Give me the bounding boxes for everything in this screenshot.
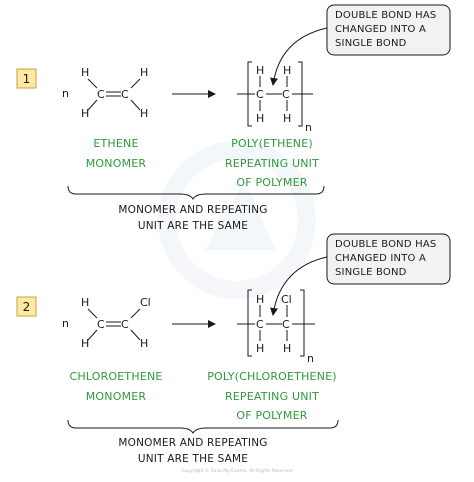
grouping-brace xyxy=(67,185,325,200)
atom-c: C xyxy=(97,318,105,331)
monomer-name: ETHENE xyxy=(93,137,138,150)
monomer-name: CHLOROETHENE xyxy=(69,370,162,383)
coefficient-n: n xyxy=(62,87,69,100)
bond-lines xyxy=(87,308,141,341)
chloroethene-monomer-structure: n H H Cl H C C xyxy=(62,296,151,350)
repeating-unit-label: REPEATING UNIT xyxy=(225,157,319,170)
callout-arrow xyxy=(270,256,328,316)
atom-c: C xyxy=(282,318,290,331)
of-polymer-label: OF POLYMER xyxy=(236,409,307,422)
atom-h: H xyxy=(140,66,148,79)
callout-note-1: DOUBLE BOND HAS CHANGED INTO A SINGLE BO… xyxy=(270,4,451,86)
of-polymer-label: OF POLYMER xyxy=(236,176,307,189)
atom-c: C xyxy=(97,88,105,101)
conclusion-line: UNIT ARE THE SAME xyxy=(138,220,248,232)
note-line: DOUBLE BOND HAS xyxy=(335,239,436,250)
note-line: DOUBLE BOND HAS xyxy=(335,10,436,21)
subscript-n: n xyxy=(307,352,314,365)
atom-h: H xyxy=(81,337,89,350)
atom-h: H xyxy=(81,66,89,79)
callout-note-2: DOUBLE BOND HAS CHANGED INTO A SINGLE BO… xyxy=(270,233,451,316)
watermark-logo xyxy=(158,141,316,299)
polymer-name: POLY(ETHENE) xyxy=(231,137,313,150)
atom-c: C xyxy=(282,88,290,101)
bond-lines xyxy=(87,78,141,111)
coefficient-n: n xyxy=(62,317,69,330)
atom-h: H xyxy=(256,293,264,306)
atom-h: H xyxy=(283,64,291,77)
step-number: 2 xyxy=(23,300,31,314)
atom-h: H xyxy=(283,342,291,355)
atom-h: H xyxy=(81,107,89,120)
ethene-monomer-structure: n H H H H C C xyxy=(62,66,148,120)
atom-c: C xyxy=(256,88,264,101)
atom-cl: Cl xyxy=(281,293,292,306)
atom-h: H xyxy=(140,107,148,120)
callout-arrow xyxy=(270,27,328,86)
step-number: 1 xyxy=(23,72,31,86)
section-1: 1 n H H H H C C xyxy=(16,4,451,232)
note-line: CHANGED INTO A xyxy=(335,24,426,35)
atom-h: H xyxy=(256,342,264,355)
atom-h: H xyxy=(283,112,291,125)
note-line: SINGLE BOND xyxy=(335,38,407,49)
atom-h: H xyxy=(256,64,264,77)
subscript-n: n xyxy=(305,121,312,134)
copyright-notice: Copyright © Save My Exams. All Rights Re… xyxy=(181,467,292,474)
grouping-brace xyxy=(67,419,339,434)
poly-ethene-structure: H H H H C C n xyxy=(237,61,313,134)
monomer-label: MONOMER xyxy=(86,390,147,403)
atom-h: H xyxy=(140,337,148,350)
note-line: SINGLE BOND xyxy=(335,267,407,278)
atom-cl: Cl xyxy=(140,296,151,309)
atom-c: C xyxy=(256,318,264,331)
atom-c: C xyxy=(121,318,129,331)
note-line: CHANGED INTO A xyxy=(335,253,426,264)
conclusion-line: MONOMER AND REPEATING xyxy=(118,437,267,449)
polymer-name: POLY(CHLOROETHENE) xyxy=(207,370,337,383)
atom-c: C xyxy=(121,88,129,101)
poly-chloroethene-structure: H Cl H H C C n xyxy=(237,289,315,365)
repeating-unit-label: REPEATING UNIT xyxy=(225,390,319,403)
monomer-label: MONOMER xyxy=(86,157,147,170)
section-2: 2 n H H Cl H C C xyxy=(16,233,451,465)
atom-h: H xyxy=(256,112,264,125)
conclusion-line: MONOMER AND REPEATING xyxy=(118,204,267,216)
conclusion-line: UNIT ARE THE SAME xyxy=(138,453,248,465)
step-badge-1: 1 xyxy=(16,68,37,89)
step-badge-2: 2 xyxy=(16,296,37,317)
atom-h: H xyxy=(81,296,89,309)
